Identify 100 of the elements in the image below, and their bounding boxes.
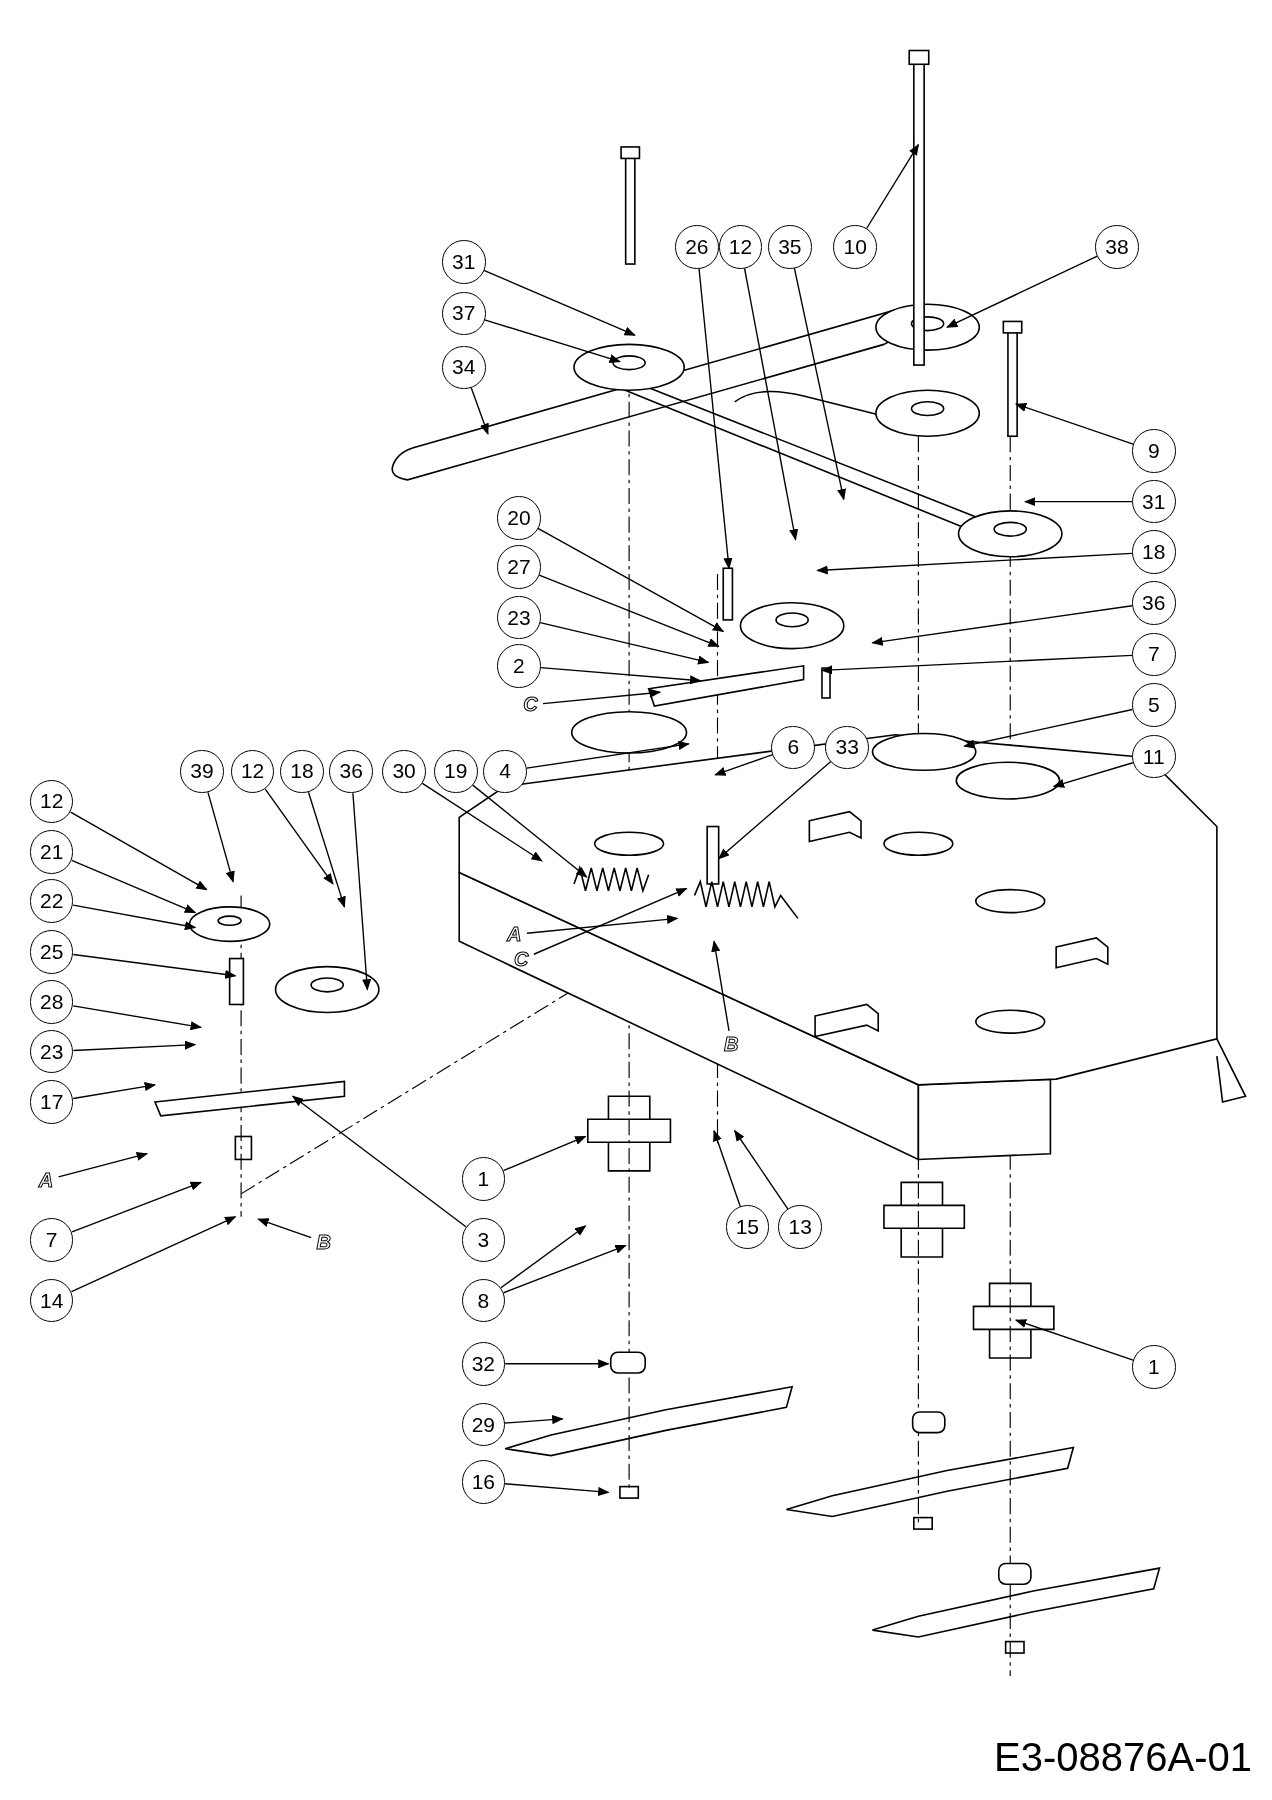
callout-number: 33 bbox=[825, 725, 870, 770]
leader-line bbox=[698, 267, 733, 570]
leader-line bbox=[307, 791, 346, 908]
callout-number: 20 bbox=[497, 495, 541, 540]
leader-line bbox=[70, 1216, 237, 1293]
leader-line bbox=[743, 267, 799, 541]
callout-number: 15 bbox=[725, 1205, 770, 1249]
callout-number: 31 bbox=[1131, 479, 1176, 524]
leader-line bbox=[72, 1005, 203, 1031]
leader-line bbox=[264, 788, 334, 885]
callout-number: 36 bbox=[329, 749, 374, 794]
leader-line bbox=[963, 708, 1134, 749]
leader-line bbox=[537, 527, 725, 633]
leader-line bbox=[504, 1415, 564, 1425]
leader-line bbox=[816, 552, 1133, 575]
leader-line bbox=[871, 605, 1133, 646]
callout-number: 32 bbox=[461, 1342, 506, 1386]
leader-line bbox=[1014, 403, 1134, 445]
leader-line bbox=[504, 1359, 610, 1369]
callout-number: 12 bbox=[718, 225, 763, 269]
leader-line bbox=[734, 1129, 789, 1210]
callout-number: 8 bbox=[461, 1278, 506, 1323]
callout-number: 7 bbox=[29, 1218, 74, 1262]
leader-line bbox=[483, 319, 622, 363]
callout-number: 39 bbox=[180, 749, 224, 794]
leader-line bbox=[352, 792, 372, 991]
leader-line bbox=[257, 1218, 312, 1239]
leader-line bbox=[72, 953, 237, 979]
leader-line bbox=[72, 904, 197, 931]
leader-line bbox=[713, 1129, 741, 1208]
callout-number: 31 bbox=[442, 239, 486, 284]
leader-line bbox=[470, 387, 489, 435]
callout-number: 35 bbox=[768, 225, 812, 269]
callout-number: 23 bbox=[29, 1029, 74, 1074]
callout-number: 1 bbox=[1131, 1345, 1176, 1390]
leader-line bbox=[504, 1483, 610, 1497]
callout-number: 22 bbox=[29, 879, 74, 923]
callout-number: 19 bbox=[433, 749, 478, 794]
leader-line bbox=[291, 1095, 467, 1228]
callout-number: 18 bbox=[280, 749, 324, 794]
callout-number: 5 bbox=[1131, 683, 1176, 727]
leader-line bbox=[714, 753, 774, 776]
callout-number: 6 bbox=[771, 725, 816, 770]
leader-line bbox=[820, 654, 1133, 675]
callout-number: 30 bbox=[382, 749, 426, 794]
leader-line bbox=[717, 760, 832, 860]
callout-number: 17 bbox=[29, 1080, 74, 1124]
leader-line bbox=[1014, 1319, 1134, 1361]
callout-number: 7 bbox=[1131, 632, 1176, 677]
callout-number: 12 bbox=[230, 749, 275, 794]
callout-number: 38 bbox=[1095, 225, 1139, 269]
callout-number: 21 bbox=[29, 830, 74, 874]
reference-letter: C bbox=[517, 691, 543, 719]
leader-line bbox=[866, 143, 920, 229]
leader-line bbox=[69, 811, 208, 891]
leader-line bbox=[72, 1040, 197, 1052]
callout-number: 16 bbox=[461, 1460, 506, 1504]
callout-number: 34 bbox=[442, 345, 486, 390]
leader-line bbox=[538, 574, 720, 647]
leader-line bbox=[72, 1082, 157, 1100]
callout-number: 25 bbox=[29, 929, 74, 974]
leader-line bbox=[483, 269, 636, 336]
callout-number: 9 bbox=[1131, 429, 1176, 473]
leader-line bbox=[57, 1151, 149, 1178]
leader-line bbox=[71, 1181, 202, 1233]
callout-number: 11 bbox=[1131, 734, 1176, 779]
leader-line bbox=[539, 666, 702, 685]
leader-line bbox=[1024, 497, 1133, 507]
callout-number: 27 bbox=[497, 545, 541, 589]
leader-line bbox=[71, 859, 197, 914]
reference-letter: B bbox=[311, 1228, 337, 1256]
callout-number: 13 bbox=[778, 1205, 822, 1249]
callout-number: 26 bbox=[675, 225, 719, 269]
callout-number: 28 bbox=[29, 980, 74, 1024]
leader-line bbox=[207, 791, 235, 883]
reference-letter: B bbox=[718, 1030, 744, 1059]
callout-number: 36 bbox=[1131, 580, 1176, 625]
leader-line bbox=[526, 740, 690, 769]
reference-letter: A bbox=[33, 1166, 59, 1194]
callout-number: 3 bbox=[461, 1218, 506, 1262]
leader-line bbox=[946, 255, 1098, 328]
callout-number: 10 bbox=[833, 225, 878, 269]
leader-line bbox=[793, 267, 847, 501]
callout-number: 14 bbox=[29, 1278, 74, 1323]
leader-line bbox=[502, 1135, 587, 1172]
leader-line bbox=[502, 1244, 627, 1294]
leader-line bbox=[711, 940, 730, 1032]
callout-number: 12 bbox=[29, 779, 74, 824]
callout-number: 29 bbox=[461, 1402, 506, 1447]
callout-number: 18 bbox=[1131, 530, 1176, 574]
callout-number: 2 bbox=[497, 644, 541, 688]
leader-line bbox=[421, 782, 543, 862]
drawing-number: E3-08876A-01 bbox=[994, 1735, 1252, 1780]
leader-line bbox=[1052, 762, 1134, 788]
leader-line bbox=[539, 621, 710, 665]
callout-number: 23 bbox=[497, 595, 541, 640]
leader-line bbox=[542, 688, 662, 705]
leader-line bbox=[472, 784, 588, 878]
callout-number: 4 bbox=[483, 749, 527, 794]
callout-number: 1 bbox=[461, 1157, 506, 1201]
